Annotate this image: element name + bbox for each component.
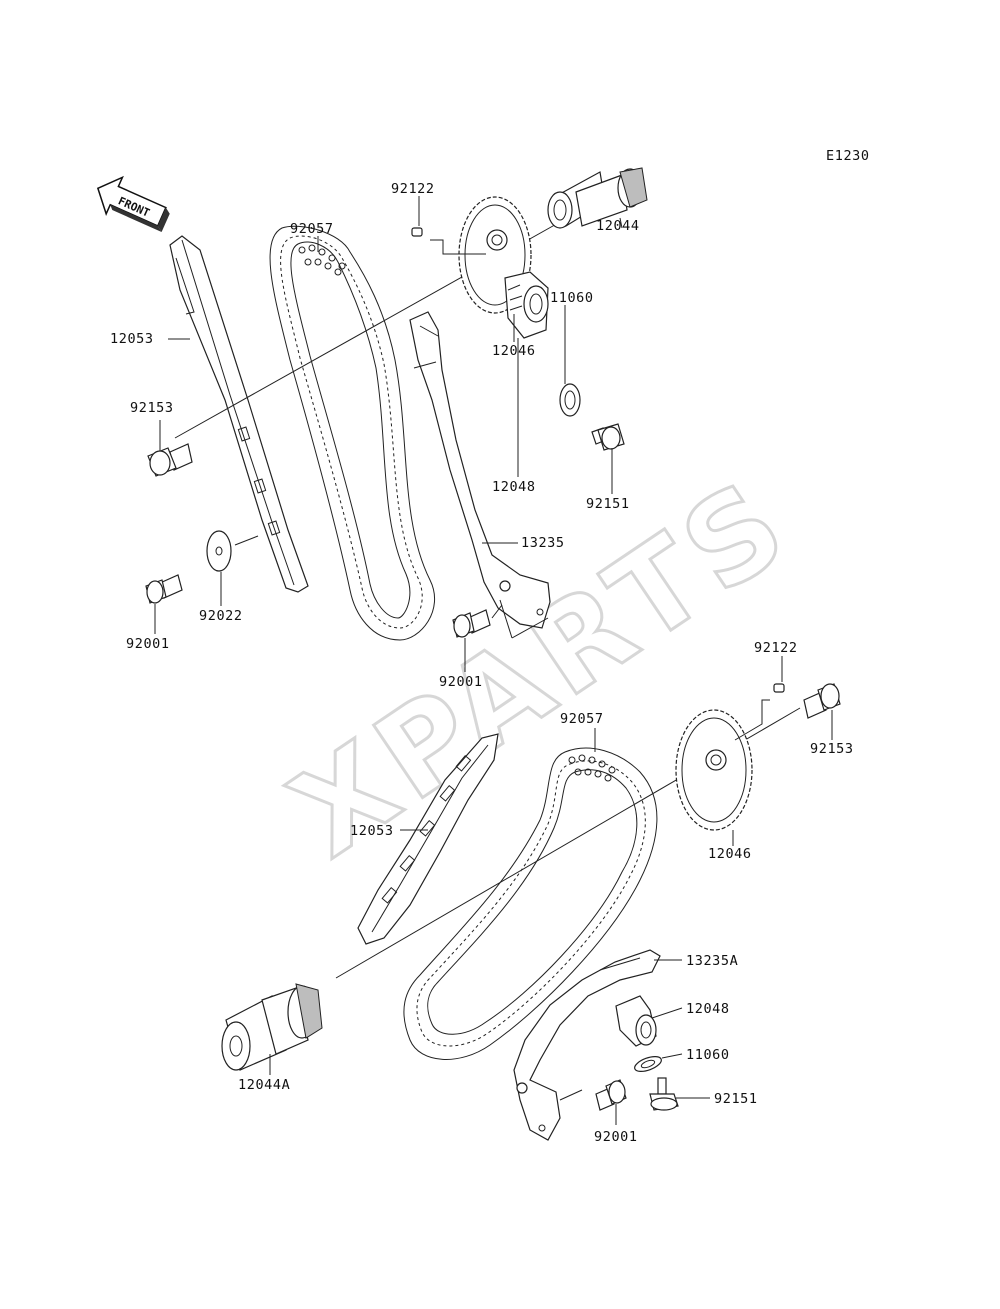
tensioner-12048-upper bbox=[504, 271, 549, 339]
washer-11060-lower bbox=[634, 1056, 662, 1072]
label-12046-upper: 12046 bbox=[492, 343, 536, 359]
label-12053-lower: 12053 bbox=[350, 823, 394, 839]
leader-lines bbox=[154, 196, 833, 1125]
label-92151-lower: 92151 bbox=[714, 1091, 758, 1107]
label-92001-lower: 92001 bbox=[594, 1129, 638, 1145]
washer-11060-upper bbox=[559, 383, 581, 417]
bolt-92151-upper bbox=[591, 423, 625, 451]
bolt-92153-upper bbox=[147, 443, 193, 477]
label-12053-upper: 12053 bbox=[110, 331, 154, 347]
tensioner-arm-13235 bbox=[409, 311, 551, 639]
label-12044: 12044 bbox=[596, 218, 640, 234]
bolt-92153-lower bbox=[803, 683, 841, 719]
label-92022: 92022 bbox=[199, 608, 243, 624]
label-92057-lower: 92057 bbox=[560, 711, 604, 727]
chain-guide-12053-upper bbox=[169, 235, 309, 593]
camshaft-12044 bbox=[547, 167, 648, 229]
label-13235: 13235 bbox=[521, 535, 565, 551]
label-11060-upper: 11060 bbox=[550, 290, 594, 306]
label-12044A: 12044A bbox=[238, 1077, 290, 1093]
label-92153-upper: 92153 bbox=[130, 400, 174, 416]
front-arrow-icon: FRONT bbox=[96, 175, 170, 232]
label-92122-lower: 92122 bbox=[754, 640, 798, 656]
label-12046-lower: 12046 bbox=[708, 846, 752, 862]
label-92057-upper: 92057 bbox=[290, 221, 334, 237]
bolt-92001-lower bbox=[595, 1079, 627, 1111]
bolt-92001-upper-left bbox=[145, 574, 183, 604]
label-92001-upper-left: 92001 bbox=[126, 636, 170, 652]
bolt-92151-lower bbox=[649, 1077, 679, 1111]
label-92122-upper: 92122 bbox=[391, 181, 435, 197]
label-92001-upper-middle: 92001 bbox=[439, 674, 483, 690]
cam-chain-92057-upper bbox=[269, 225, 436, 641]
label-92153-lower: 92153 bbox=[810, 741, 854, 757]
camshaft-12044A bbox=[221, 983, 323, 1071]
pin-92122-upper bbox=[411, 227, 486, 255]
bolt-92001-upper-middle bbox=[452, 604, 503, 638]
washer-92022 bbox=[206, 530, 259, 572]
diagram-code: E1230 bbox=[826, 148, 870, 164]
label-12048-upper: 12048 bbox=[492, 479, 536, 495]
label-13235A: 13235A bbox=[686, 953, 738, 969]
label-11060-lower: 11060 bbox=[686, 1047, 730, 1063]
cam-chain-92057-lower bbox=[403, 747, 658, 1060]
label-92151-upper: 92151 bbox=[586, 496, 630, 512]
tensioner-arm-13235A bbox=[513, 949, 661, 1141]
label-12048-lower: 12048 bbox=[686, 1001, 730, 1017]
chain-guide-12053-lower bbox=[357, 733, 499, 945]
pin-92122-lower bbox=[734, 683, 785, 741]
tensioner-12048-lower bbox=[615, 995, 657, 1047]
sprocket-12046-lower bbox=[675, 709, 753, 831]
